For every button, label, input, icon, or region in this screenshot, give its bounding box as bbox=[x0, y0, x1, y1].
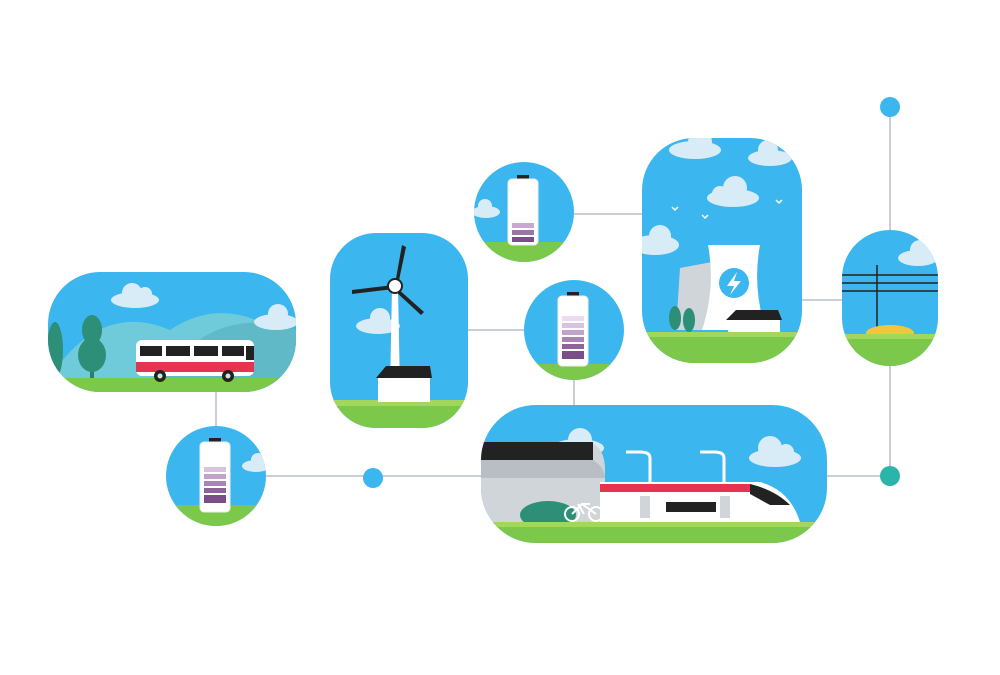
train-icon bbox=[600, 482, 800, 522]
birds-icon bbox=[671, 199, 783, 220]
house-icon bbox=[376, 366, 432, 402]
battery-icon bbox=[199, 438, 231, 513]
node-dot-top-right bbox=[880, 97, 900, 117]
tree-icon bbox=[669, 306, 695, 332]
battery-left-tile bbox=[166, 426, 266, 526]
street-lamp-icon bbox=[626, 450, 726, 520]
bus-icon bbox=[136, 340, 254, 382]
node-dot-bottom-right bbox=[880, 466, 900, 486]
battery-top-tile bbox=[474, 162, 574, 262]
cloud-icon bbox=[642, 138, 792, 255]
wind-turbine-icon bbox=[352, 245, 424, 390]
battery-icon bbox=[557, 292, 589, 367]
house-icon bbox=[726, 310, 782, 334]
node-dot-center bbox=[363, 468, 383, 488]
train-station-scene-tile bbox=[481, 405, 827, 543]
battery-middle-tile bbox=[524, 280, 624, 380]
bus-scene-tile bbox=[48, 272, 296, 392]
wind-turbine-scene-tile bbox=[330, 233, 468, 428]
connector-lines bbox=[215, 107, 891, 477]
power-line-scene-tile bbox=[842, 230, 938, 366]
cloud-icon bbox=[111, 283, 296, 330]
bicycle-icon bbox=[564, 502, 604, 522]
power-plant-scene-tile bbox=[642, 138, 802, 363]
cloud-icon bbox=[356, 308, 400, 334]
battery-icon bbox=[507, 175, 539, 246]
power-pole-icon bbox=[842, 265, 938, 330]
lightning-bolt-icon bbox=[719, 268, 749, 298]
